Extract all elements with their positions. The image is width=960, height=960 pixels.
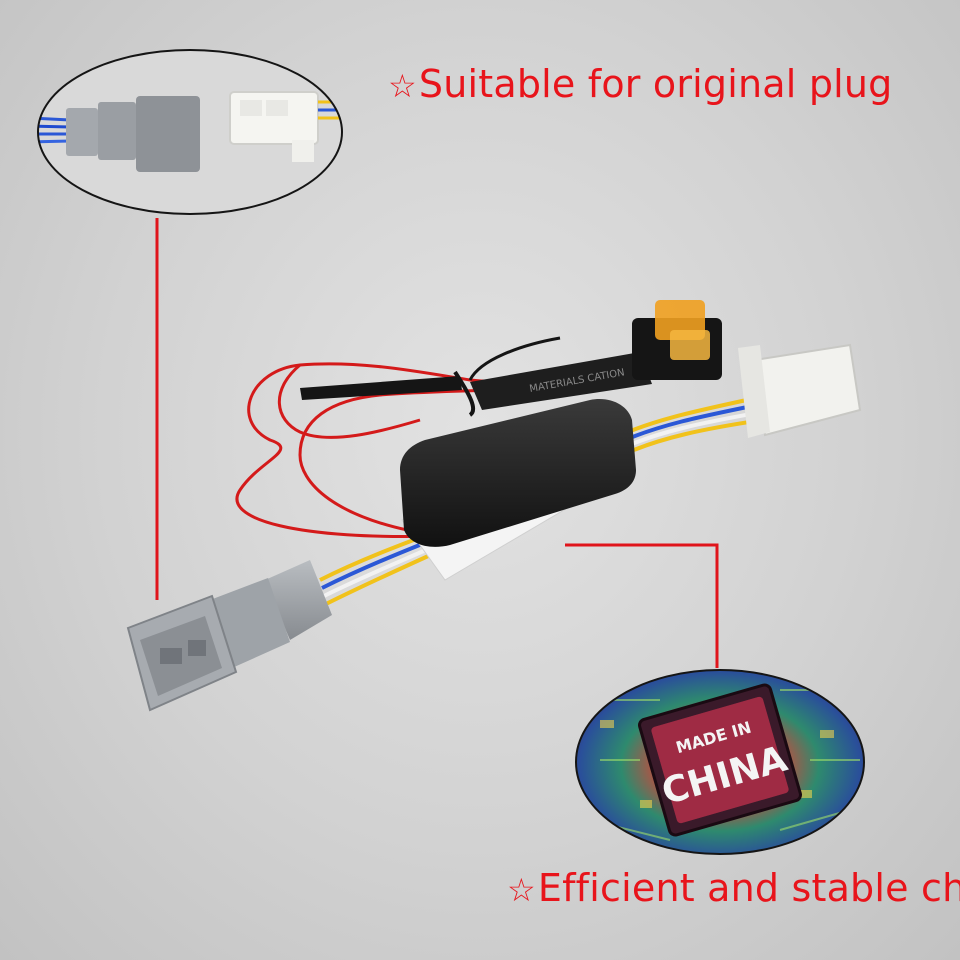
caption-stable-chip-text: Efficient and stable chip <box>537 866 960 910</box>
heat-shrink-sleeve: MATERIALS CATION <box>300 336 652 417</box>
gray-connector <box>126 560 332 712</box>
caption-original-plug: ☆Suitable for original plug <box>388 62 893 106</box>
leader-lines <box>155 218 719 668</box>
white-connector <box>738 343 862 438</box>
plug-inset-bubble <box>37 49 343 215</box>
control-module <box>400 399 636 581</box>
caption-original-plug-text: Suitable for original plug <box>418 62 893 106</box>
fuse-holder <box>632 300 722 380</box>
star-icon: ☆ <box>388 67 417 105</box>
star-icon: ☆ <box>507 871 536 909</box>
chip-inset-bubble: MADE IN CHINA <box>575 669 865 855</box>
caption-stable-chip: ☆Efficient and stable chip <box>507 866 960 910</box>
